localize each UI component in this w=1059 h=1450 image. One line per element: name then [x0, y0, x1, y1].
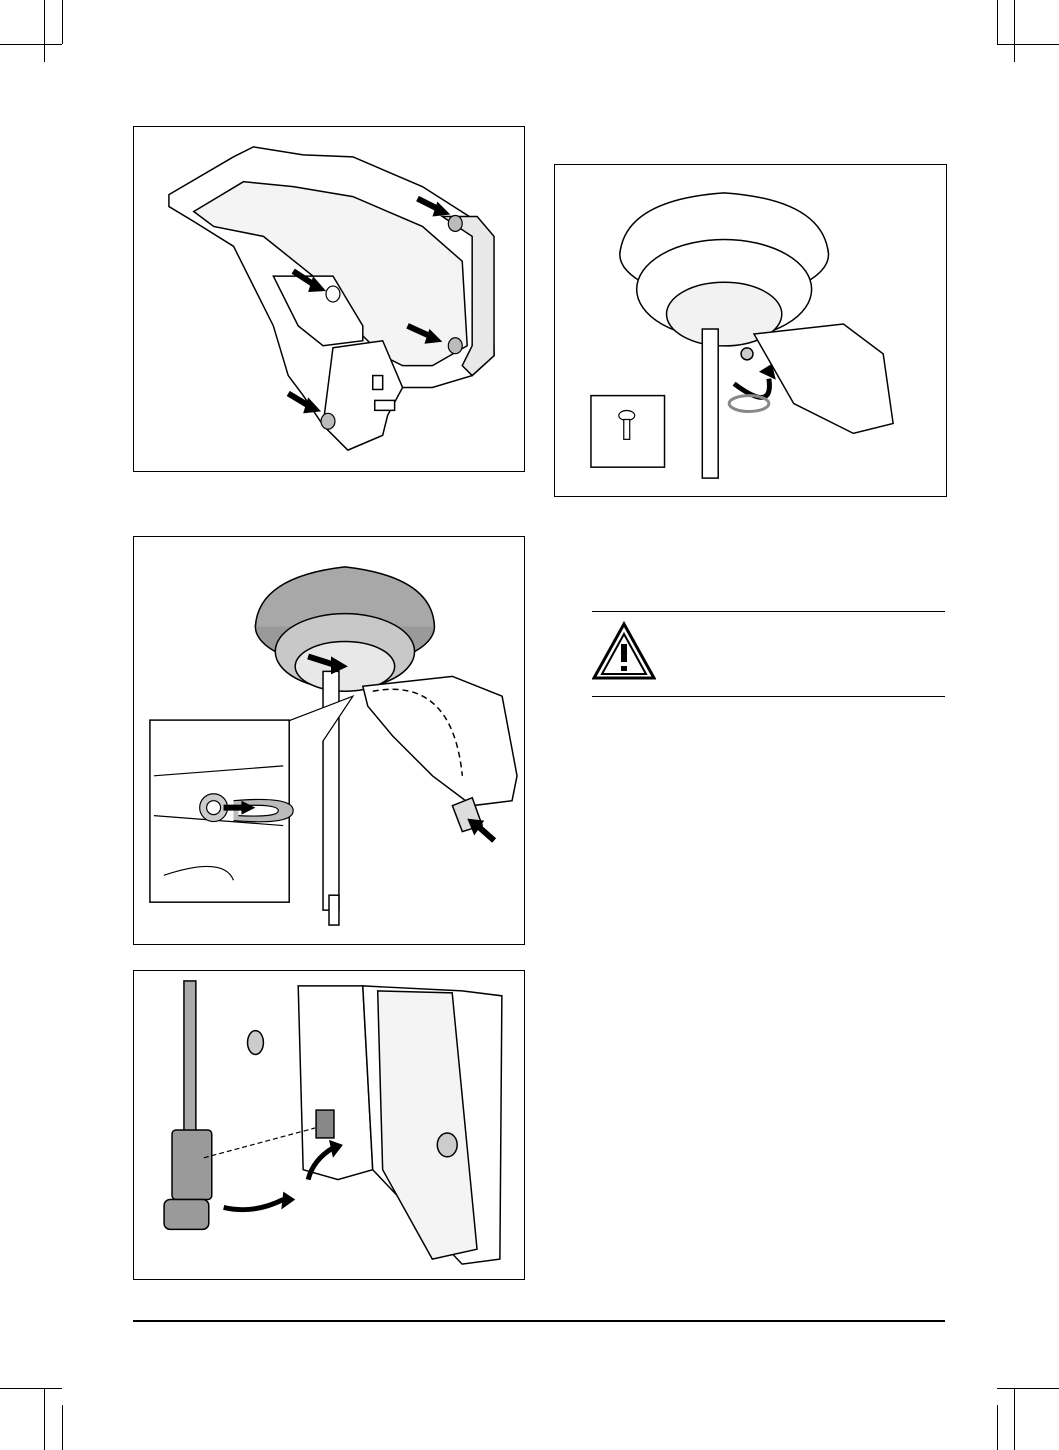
screw-icon [591, 396, 665, 468]
crop-mark [997, 1388, 1059, 1389]
crop-mark [0, 44, 62, 45]
crop-mark [1014, 1388, 1015, 1450]
crop-mark [44, 1388, 45, 1450]
crop-mark [997, 44, 1059, 45]
crop-mark [1014, 0, 1015, 62]
crop-mark [44, 0, 45, 62]
screw-antenna-drawing [555, 165, 946, 496]
connector-drawing [134, 971, 524, 1279]
crop-mark [997, 1405, 998, 1450]
crop-mark [0, 1388, 62, 1389]
warning-triangle-icon [592, 620, 656, 682]
figure-cover-underside [133, 126, 525, 472]
crop-mark [62, 1405, 63, 1450]
footer-rule [133, 1320, 945, 1322]
crop-mark [62, 0, 63, 44]
warning-box [592, 611, 945, 697]
cover-underside-drawing [134, 127, 524, 471]
figure-connector [133, 970, 525, 1280]
figure-screw-antenna [554, 164, 947, 497]
crop-mark [997, 0, 998, 44]
antenna-mount-drawing [134, 537, 524, 944]
figure-antenna-mount [133, 536, 525, 945]
